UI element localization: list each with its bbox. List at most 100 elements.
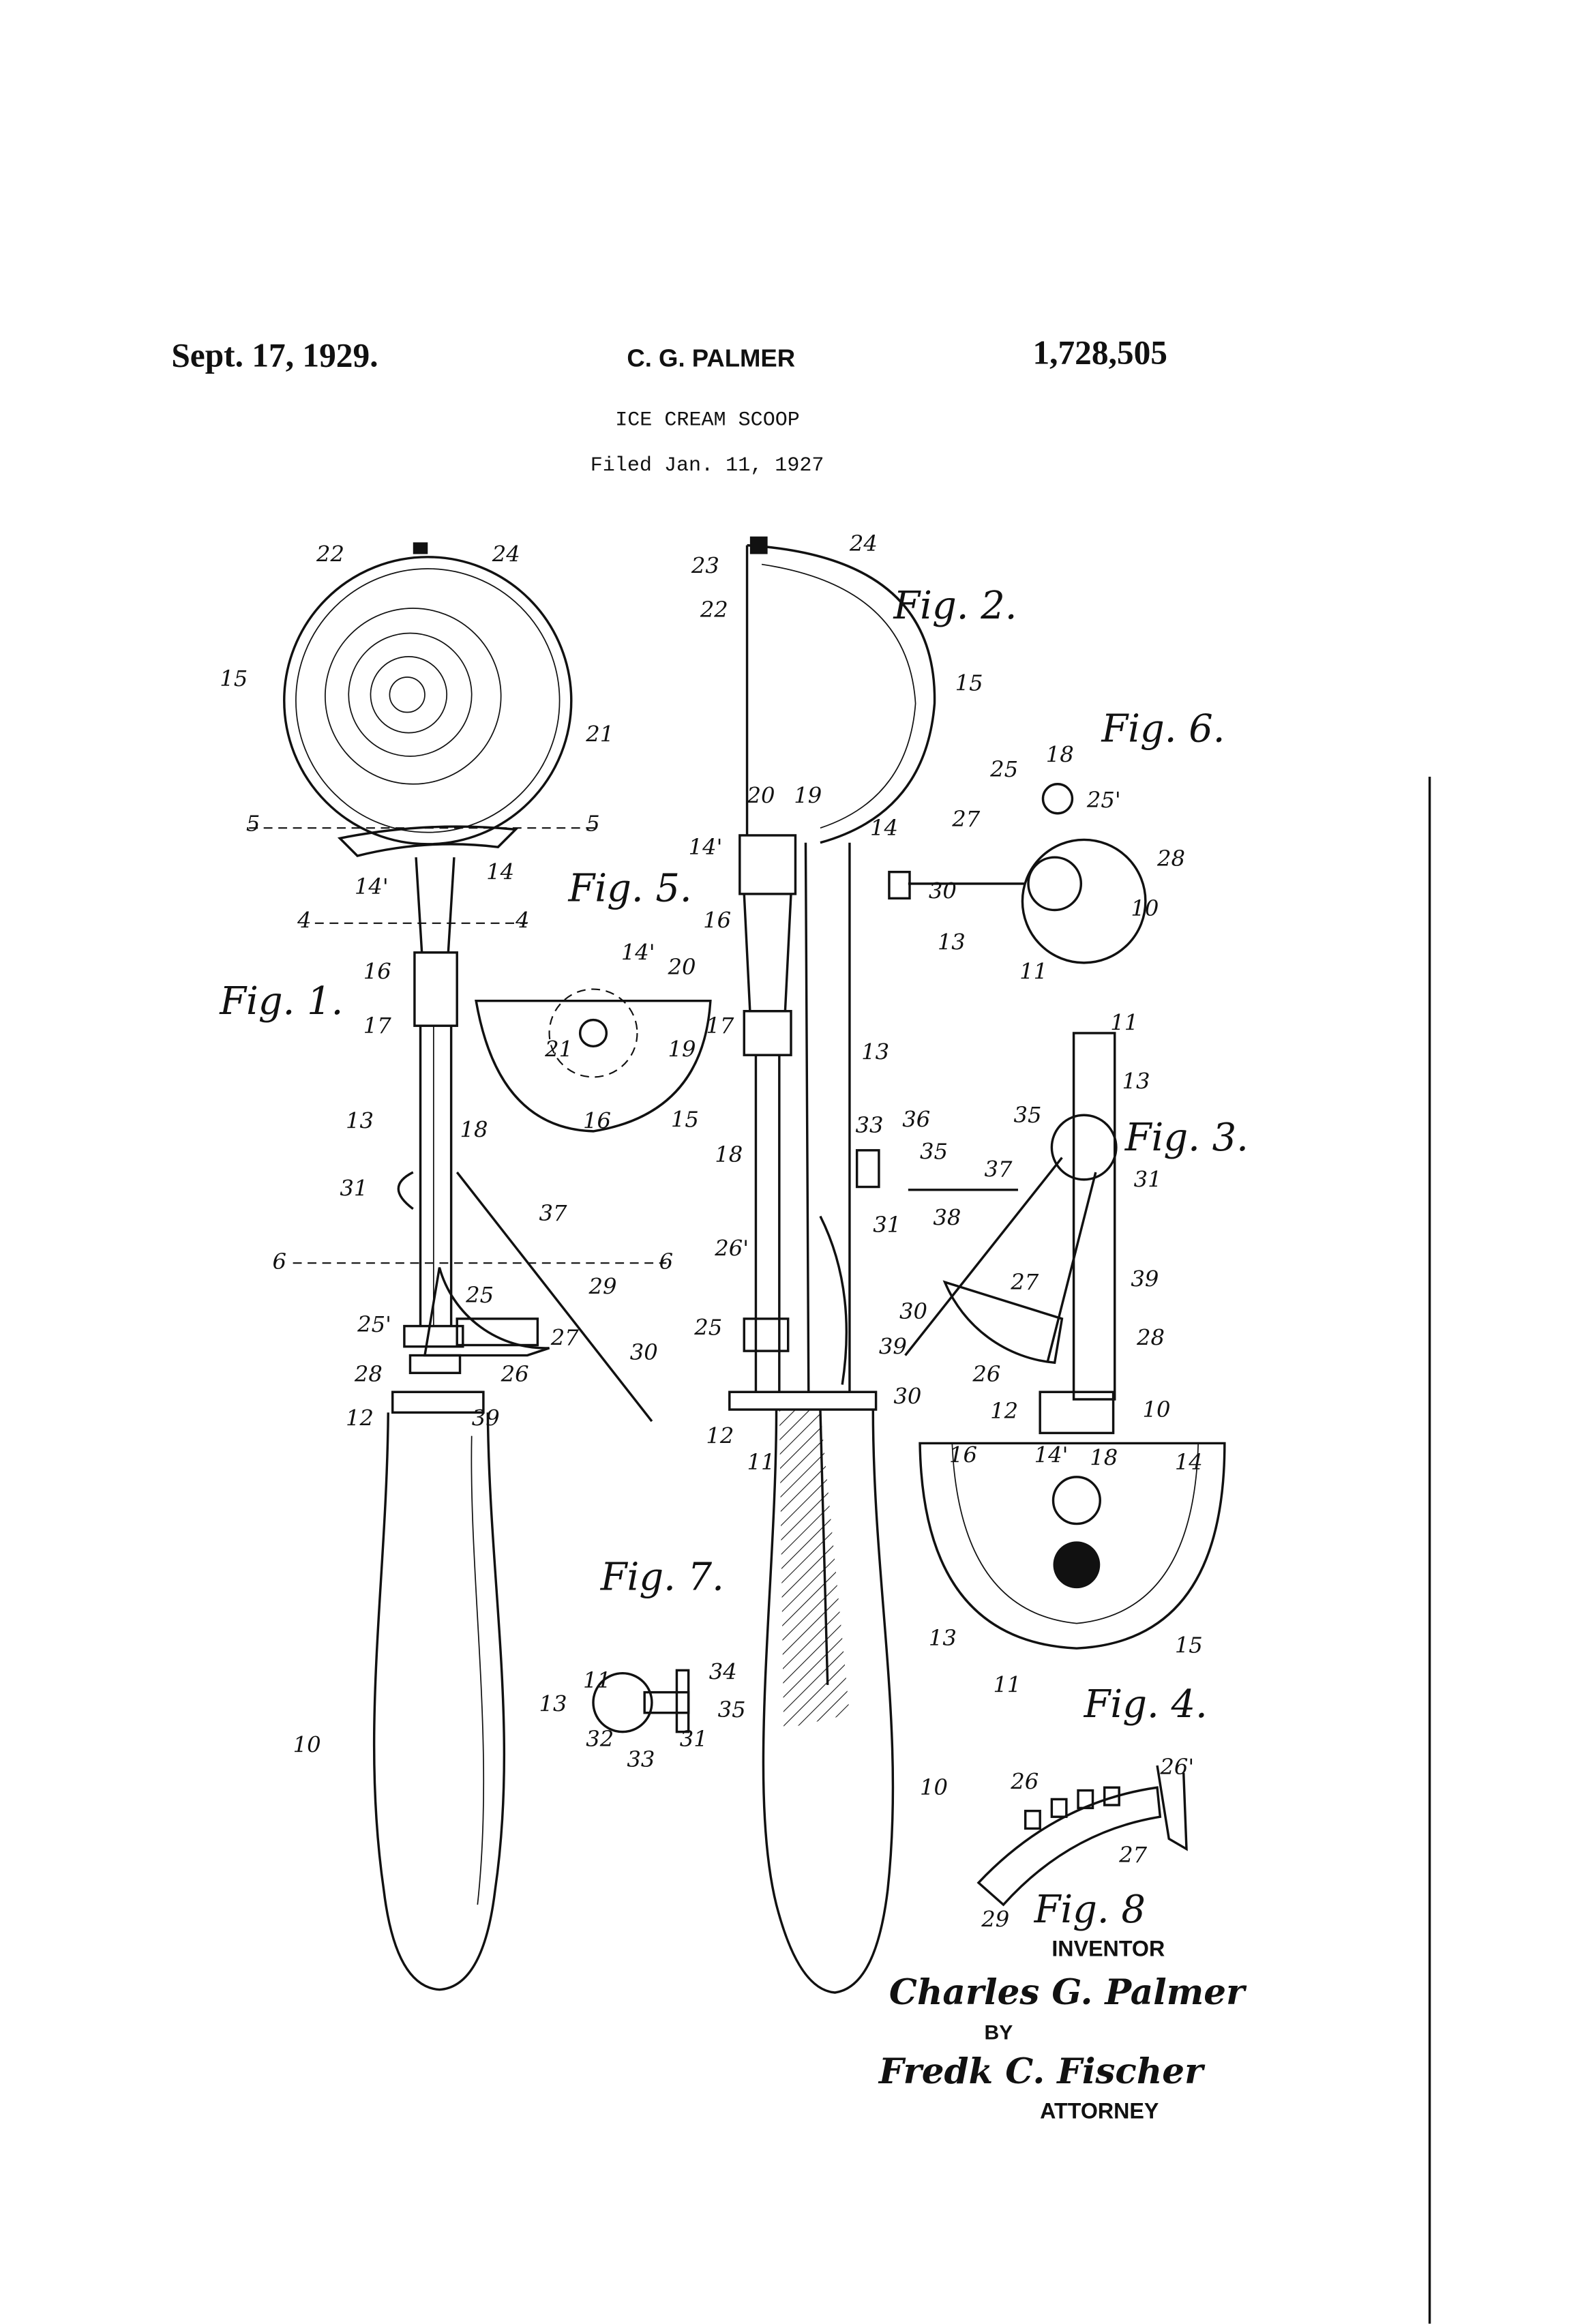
reference-numeral: 10 [293, 1732, 321, 1758]
reference-numeral: 24 [492, 541, 520, 567]
reference-numeral: 6 [273, 1249, 287, 1275]
invention-title: ICE CREAM SCOOP [615, 408, 800, 432]
reference-numeral: 19 [668, 1036, 696, 1062]
reference-numeral: 14 [1175, 1449, 1203, 1475]
figure-3-drawing [906, 1033, 1116, 1433]
by-label: BY [985, 2022, 1013, 2044]
figure-8-drawing [979, 1766, 1186, 1905]
attorney-signature: Fredk C. Fischer [878, 2051, 1206, 2092]
reference-numeral: 14' [621, 940, 655, 966]
reference-numeral: 26' [1159, 1754, 1194, 1780]
reference-numeral: 13 [861, 1039, 889, 1065]
reference-numeral: 14' [1034, 1442, 1069, 1468]
reference-numeral: 31 [873, 1212, 901, 1238]
figure-label: Fig. 8 [1034, 1888, 1146, 1932]
reference-numeral: 5 [246, 811, 260, 837]
reference-numeral: 39 [472, 1405, 500, 1431]
reference-numeral: 14 [486, 859, 514, 884]
reference-numeral: 39 [1131, 1266, 1159, 1292]
reference-numeral: 21 [585, 721, 614, 747]
reference-numeral: 10 [920, 1774, 948, 1800]
reference-numeral: 36 [902, 1106, 930, 1132]
reference-numeral: 34 [709, 1658, 737, 1684]
reference-numeral: 37 [985, 1156, 1013, 1182]
inventor-signature: Charles G. Palmer [889, 1972, 1247, 2013]
reference-numeral: 14' [355, 874, 389, 899]
reference-numeral: 23 [691, 552, 719, 578]
reference-numeral: 37 [539, 1200, 567, 1226]
reference-numeral: 11 [993, 1672, 1021, 1698]
reference-numeral: 32 [586, 1726, 614, 1752]
figure-1-drawing [249, 542, 666, 1989]
reference-numeral: 25' [357, 1311, 391, 1337]
reference-numeral: 18 [1046, 742, 1074, 768]
reference-numeral: 22 [700, 597, 728, 623]
reference-numeral: 15 [671, 1106, 699, 1132]
reference-numeral: 5 [586, 811, 599, 837]
reference-numeral: 16 [703, 907, 731, 933]
reference-numeral: 17 [706, 1013, 734, 1039]
reference-numeral: 15 [220, 666, 248, 691]
reference-numeral: 29 [981, 1906, 1009, 1932]
inventor-name: C. G. PALMER [627, 344, 795, 372]
reference-numeral: 12 [346, 1405, 374, 1431]
reference-numeral: 14 [870, 815, 898, 841]
reference-numeral: 13 [539, 1691, 567, 1717]
reference-numeral: 31 [680, 1726, 708, 1752]
reference-numeral: 16 [583, 1108, 611, 1134]
reference-numeral: 21 [544, 1036, 573, 1062]
reference-numeral: 15 [955, 670, 983, 696]
reference-numeral: 29 [588, 1273, 617, 1299]
reference-numeral: 12 [990, 1398, 1018, 1424]
reference-numeral: 4 [297, 907, 312, 933]
figure-label: Fig. 4. [1084, 1682, 1208, 1727]
reference-numeral: 11 [1110, 1010, 1138, 1036]
reference-numeral: 25' [1086, 787, 1121, 813]
reference-numeral: 31 [1134, 1167, 1162, 1193]
reference-numeral: 31 [340, 1175, 368, 1201]
reference-numeral: 16 [949, 1442, 977, 1468]
reference-numeral: 22 [316, 541, 344, 567]
figure-label: Fig. 1. [219, 979, 343, 1024]
reference-numeral: 12 [706, 1422, 734, 1448]
reference-numeral: 11 [747, 1449, 775, 1475]
reference-numeral: 24 [849, 531, 878, 556]
figure-label: Fig. 6. [1101, 706, 1225, 751]
reference-numeral: 6 [659, 1249, 673, 1275]
reference-numeral: 11 [1019, 958, 1047, 984]
reference-numeral: 35 [920, 1139, 948, 1165]
reference-numeral: 16 [363, 958, 391, 984]
reference-numeral: 28 [1136, 1325, 1165, 1351]
reference-numeral: 25 [989, 756, 1018, 782]
reference-numeral: 25 [693, 1314, 722, 1340]
reference-numeral: 18 [460, 1116, 488, 1142]
reference-numeral: 33 [856, 1112, 884, 1138]
reference-numeral: 11 [583, 1667, 611, 1693]
reference-numeral: 38 [933, 1204, 961, 1230]
reference-numeral: 4 [515, 907, 530, 933]
reference-numeral: 27 [1010, 1269, 1039, 1295]
reference-numeral: 27 [1118, 1842, 1147, 1868]
attorney-label: ATTORNEY [1040, 2099, 1159, 2124]
figure-label: Fig. 5. [567, 867, 691, 911]
reference-numeral: 30 [929, 878, 957, 904]
reference-numeral: 18 [1090, 1445, 1118, 1471]
patent-number: 1,728,505 [1032, 333, 1167, 371]
reference-numeral: 26 [972, 1361, 1000, 1387]
reference-numeral: 27 [951, 806, 980, 832]
reference-numeral: 28 [354, 1361, 383, 1387]
reference-numeral: 18 [715, 1142, 743, 1167]
reference-numeral: 28 [1156, 846, 1185, 872]
reference-numeral: 26' [714, 1235, 749, 1261]
figure-label: Fig. 7. [600, 1555, 724, 1599]
reference-numeral: 13 [938, 929, 966, 955]
reference-numeral: 13 [1122, 1069, 1150, 1094]
reference-numeral: 20 [668, 954, 696, 980]
figure-2-drawing [730, 537, 935, 1993]
reference-numeral: 15 [1175, 1633, 1203, 1658]
reference-numeral: 17 [363, 1013, 391, 1039]
reference-numeral: 14' [689, 834, 723, 860]
reference-numeral: 27 [550, 1325, 579, 1351]
reference-numeral: 30 [899, 1298, 927, 1324]
